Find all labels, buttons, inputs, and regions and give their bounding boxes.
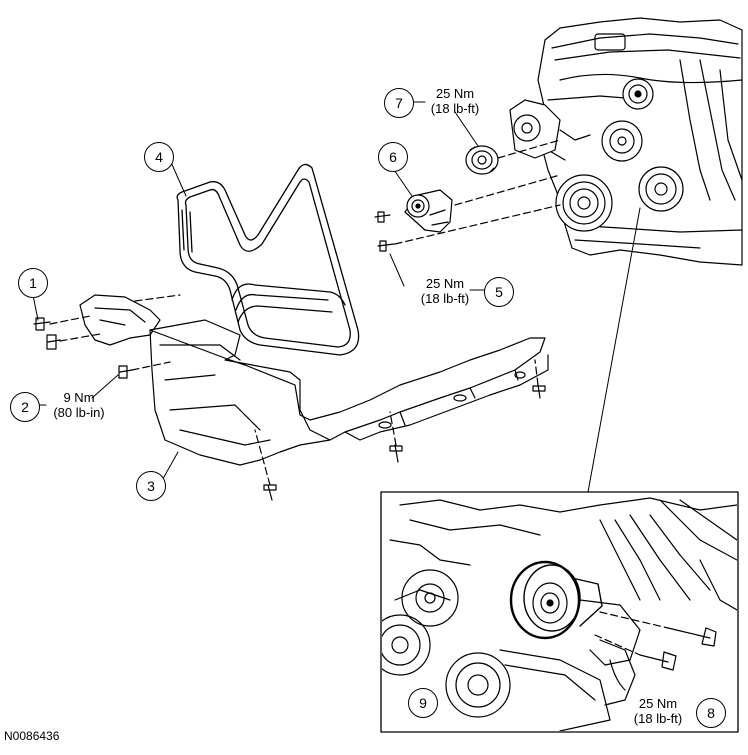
idler-pulley-9 <box>509 560 603 640</box>
callout-5: 5 <box>484 277 514 307</box>
tensioner-bolts <box>374 211 395 252</box>
torque-2-lbft: (80 lb-in) <box>53 405 105 420</box>
torque-7-lbft: (18 lb-ft) <box>430 101 480 116</box>
torque-5: 25 Nm (18 lb-ft) <box>410 276 480 306</box>
centerline-6a <box>454 174 561 206</box>
figure-id: N0086436 <box>4 729 60 743</box>
torque-5-lbft: (18 lb-ft) <box>420 291 470 306</box>
centerline-7 <box>497 139 561 159</box>
centerline-3c <box>534 359 539 386</box>
idler-pulley-7 <box>465 145 499 175</box>
callout-6: 6 <box>378 142 408 172</box>
callout-9: 9 <box>408 688 438 718</box>
torque-8-nm: 25 Nm <box>638 696 678 711</box>
callout-3: 3 <box>136 471 166 501</box>
shield-bolts <box>263 384 546 501</box>
detail-bolts <box>639 627 717 671</box>
callout-4: 4 <box>144 142 174 172</box>
centerline-6b <box>394 204 561 245</box>
callout-1: 1 <box>18 268 48 298</box>
centerline-1a <box>49 315 91 325</box>
torque-5-nm: 25 Nm <box>425 276 465 291</box>
torque-8-lbft: (18 lb-ft) <box>633 711 683 726</box>
callout-7: 7 <box>384 88 414 118</box>
torque-7-nm: 25 Nm <box>435 86 475 101</box>
callout-8: 8 <box>696 698 726 728</box>
drive-belt-4 <box>176 163 360 356</box>
torque-2-nm: 9 Nm <box>63 390 95 405</box>
splash-shield-3 <box>149 319 549 466</box>
torque-8: 25 Nm (18 lb-ft) <box>622 696 694 726</box>
centerline-1c <box>134 294 181 302</box>
engine-block <box>509 17 743 266</box>
centerline-2 <box>131 361 171 371</box>
bracket-and-bolts-1 <box>33 294 161 379</box>
centerline-1b <box>59 333 101 342</box>
torque-7: 25 Nm (18 lb-ft) <box>420 86 490 116</box>
torque-2: 9 Nm (80 lb-in) <box>44 390 114 420</box>
callout-2: 2 <box>10 392 40 422</box>
centerline-3a <box>254 429 271 486</box>
centerline-3b <box>389 411 397 446</box>
belt-tensioner-6 <box>404 189 453 233</box>
detail-inset <box>380 491 739 733</box>
